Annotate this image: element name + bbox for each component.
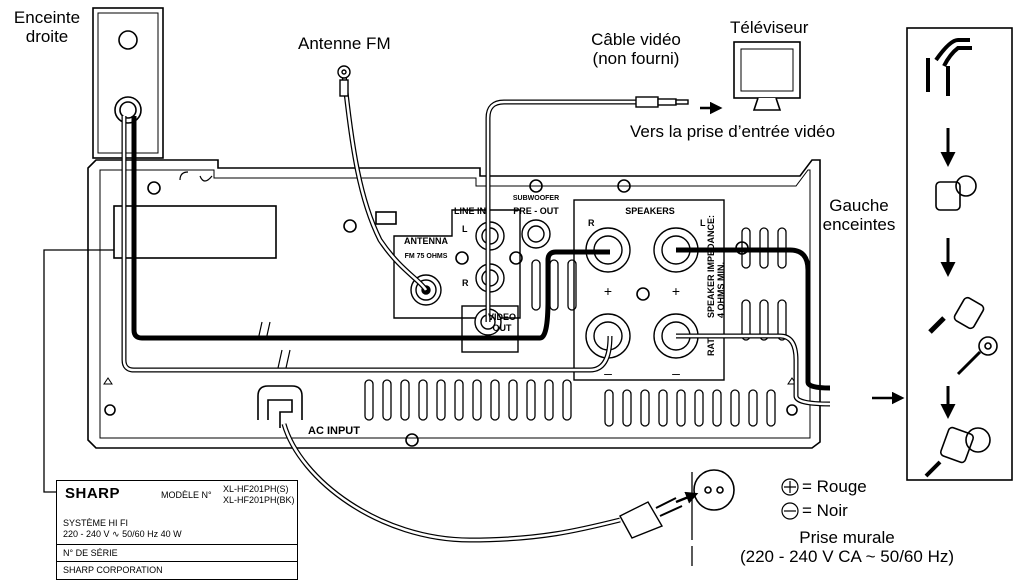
speaker-l: L: [700, 218, 706, 228]
rear-panel: [87, 159, 821, 449]
fm-antenna-lead: [337, 65, 351, 97]
serial-row: N° DE SÉRIE: [57, 544, 297, 558]
impedance-min-label: 4 OHMS MIN.: [716, 262, 726, 318]
plus-left: +: [604, 283, 612, 299]
video-plug: [635, 96, 689, 108]
video-label: VIDEO: [488, 312, 516, 322]
serial-label: N° DE SÉRIE: [63, 548, 118, 558]
panel-labels: LINE IN SUBWOOFER PRE - OUT SPEAKERS ANT…: [308, 195, 726, 437]
ac-input-label: AC INPUT: [308, 425, 360, 437]
preout-label: PRE - OUT: [513, 206, 559, 216]
red-legend: = Rouge: [802, 477, 867, 496]
wall-outlet-label: Prise murale (220 - 240 V CA ~ 50/60 Hz): [739, 528, 955, 566]
minus-right: –: [672, 365, 680, 381]
impedance-label: SPEAKER IMPEDANCE:: [706, 215, 716, 318]
plus-right: +: [672, 283, 680, 299]
wall-outlet: [691, 469, 735, 566]
rated-label: RAT: [706, 338, 716, 356]
pointer-arrows: [675, 101, 905, 504]
speaker-r: R: [588, 218, 595, 228]
right-speaker-label: Enceinte droite: [13, 8, 81, 46]
wiring-steps: [906, 27, 1013, 481]
line-in-label: LINE IN: [454, 206, 486, 216]
model-values: XL-HF201PH(S) XL-HF201PH(BK): [223, 484, 295, 505]
system-info: SYSTÈME HI FI 220 - 240 V ∿ 50/60 Hz 40 …: [63, 518, 182, 539]
black-legend: = Noir: [802, 501, 848, 520]
maker-label: SHARP CORPORATION: [63, 565, 163, 575]
line-in-l: L: [462, 224, 468, 234]
subwoofer-label: SUBWOOFER: [513, 195, 559, 202]
speakers-label: SPEAKERS: [625, 206, 675, 216]
out-label: OUT: [493, 323, 513, 333]
maker-row: SHARP CORPORATION: [57, 561, 297, 575]
right-speaker: [92, 7, 164, 159]
power-plug: [619, 497, 683, 539]
fm-antenna-label: Antenne FM: [298, 34, 391, 53]
tv-label: Téléviseur: [730, 18, 809, 37]
nameplate: SHARP MODÈLE N° XL-HF201PH(S) XL-HF201PH…: [56, 480, 298, 580]
minus-left: –: [604, 365, 612, 381]
model-label: MODÈLE N°: [161, 490, 212, 500]
line-in-r: R: [462, 278, 469, 288]
ac-inlet: [257, 385, 303, 428]
brand-logo: SHARP: [65, 485, 121, 502]
antenna-label: ANTENNA: [404, 236, 448, 246]
fm-ohms-label: FM 75 OHMS: [405, 253, 448, 260]
tv-icon: [733, 41, 801, 111]
video-input-label: Vers la prise d’entrée vidéo: [630, 122, 836, 141]
polarity-legend-icons: [781, 478, 799, 520]
cables: [43, 73, 831, 543]
left-speakers-label: Gauche enceintes: [822, 196, 896, 234]
video-cable-label: Câble vidéo (non fourni): [591, 30, 681, 68]
